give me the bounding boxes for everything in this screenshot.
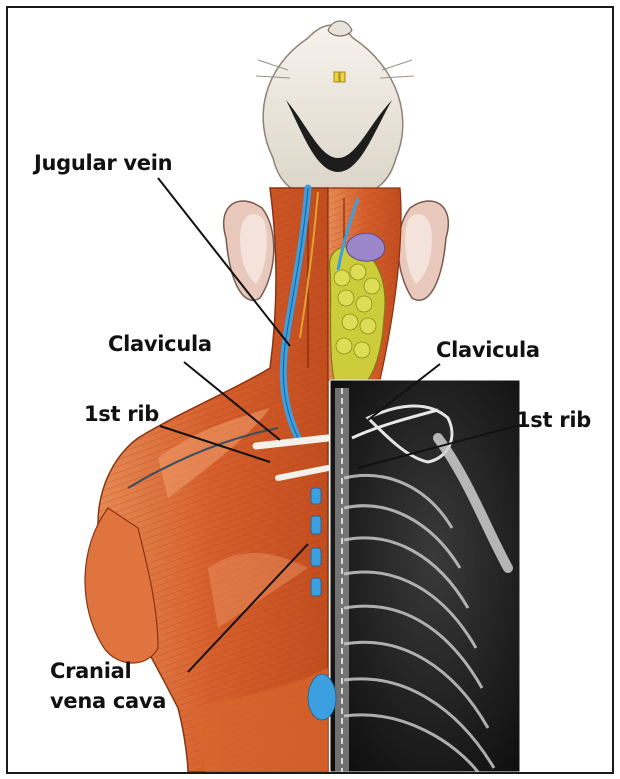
- label-first-rib-left: 1st rib: [84, 402, 159, 427]
- label-first-rib-right: 1st rib: [516, 408, 591, 433]
- salivary-glands: [330, 233, 385, 380]
- label-clavicula-right: Clavicula: [436, 338, 540, 363]
- figure-frame: Jugular vein Clavicula 1st rib Clavicula…: [6, 6, 614, 774]
- xray-panel: [330, 380, 520, 772]
- label-cranial-vena-cava: Cranial vena cava: [50, 656, 166, 716]
- label-clavicula-left: Clavicula: [108, 332, 212, 357]
- label-cranial-line1: Cranial: [50, 656, 166, 686]
- label-cranial-line2: vena cava: [50, 686, 166, 716]
- label-jugular-vein: Jugular vein: [34, 151, 172, 176]
